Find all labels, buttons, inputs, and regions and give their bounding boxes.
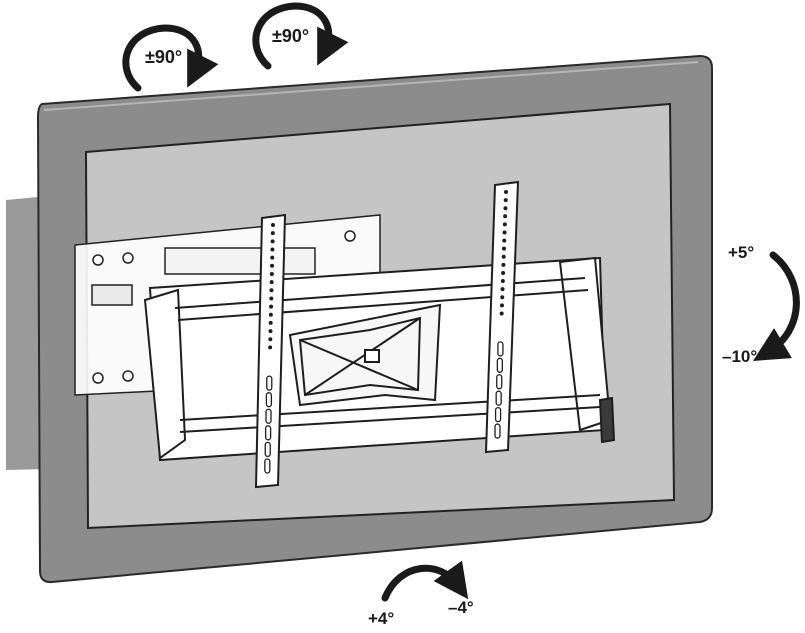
arm-slot bbox=[494, 406, 502, 423]
arm-slot bbox=[494, 423, 501, 439]
arm-hole bbox=[501, 254, 506, 259]
arm-slot bbox=[496, 374, 503, 390]
arm-hole bbox=[268, 320, 273, 325]
tv-arm-right bbox=[484, 180, 520, 454]
arm-slot bbox=[264, 441, 271, 458]
arm-slot bbox=[497, 341, 504, 357]
arm-hole bbox=[268, 329, 273, 334]
arm-hole bbox=[500, 279, 505, 284]
arm-slot bbox=[266, 375, 273, 391]
arm-hole bbox=[499, 303, 504, 308]
arm-slot bbox=[495, 390, 502, 406]
tilt-arrow-icon bbox=[752, 251, 800, 361]
tv-arm-left bbox=[254, 213, 287, 489]
arm-slot bbox=[265, 408, 272, 424]
wall-bolt-icon bbox=[122, 370, 134, 382]
arm-hole bbox=[500, 287, 505, 292]
arm-hole bbox=[269, 271, 274, 276]
arm-slot bbox=[264, 425, 272, 441]
arm-hole bbox=[269, 280, 274, 285]
arm-hole bbox=[499, 311, 504, 316]
level-plus-label: +4° bbox=[368, 609, 394, 628]
arm-hole bbox=[269, 288, 274, 293]
swivel-right-arrow-icon bbox=[252, 2, 349, 70]
arm-hole bbox=[503, 214, 508, 219]
level-arrow-icon bbox=[381, 560, 469, 602]
arm-hole bbox=[503, 206, 508, 211]
arm-slot bbox=[264, 458, 271, 474]
arm-hole bbox=[501, 262, 506, 267]
arm-hole bbox=[268, 312, 273, 317]
arm-slot bbox=[265, 392, 273, 408]
swivel-left-arrow-icon bbox=[122, 24, 219, 92]
swivel-right-label: ±90° bbox=[272, 26, 309, 46]
arm-hole bbox=[271, 223, 275, 227]
tilt-down-label: –10° bbox=[722, 347, 757, 366]
arm-hole bbox=[500, 295, 505, 300]
arm-hole bbox=[502, 230, 507, 235]
level-minus-label: –4° bbox=[448, 598, 474, 617]
arm-hole bbox=[270, 263, 275, 268]
swivel-left-label: ±90° bbox=[145, 47, 182, 67]
arm-holes bbox=[264, 190, 508, 474]
arm-hole bbox=[502, 222, 507, 227]
arm-hole bbox=[502, 238, 507, 243]
arm-hole bbox=[503, 198, 508, 203]
arm-hole bbox=[270, 231, 275, 236]
arm-hole bbox=[268, 337, 273, 342]
arm-hole bbox=[501, 246, 506, 251]
wall-bolt-icon bbox=[344, 230, 356, 242]
arm-hole bbox=[270, 247, 275, 252]
arm-hole bbox=[269, 296, 274, 301]
tilt-up-label: +5° bbox=[728, 243, 754, 262]
wall-bolt-icon bbox=[122, 252, 134, 264]
arm-hole bbox=[270, 255, 275, 260]
wall-bolt-icon bbox=[92, 372, 104, 384]
wall-bolt-icon bbox=[92, 254, 104, 266]
arm-hole bbox=[269, 304, 274, 309]
arm-hole bbox=[270, 239, 275, 244]
arm-hole bbox=[501, 270, 506, 275]
mount-bracket bbox=[143, 256, 616, 462]
arm-hole bbox=[268, 345, 273, 350]
arm-hole bbox=[504, 190, 508, 194]
arm-slot bbox=[496, 357, 503, 373]
